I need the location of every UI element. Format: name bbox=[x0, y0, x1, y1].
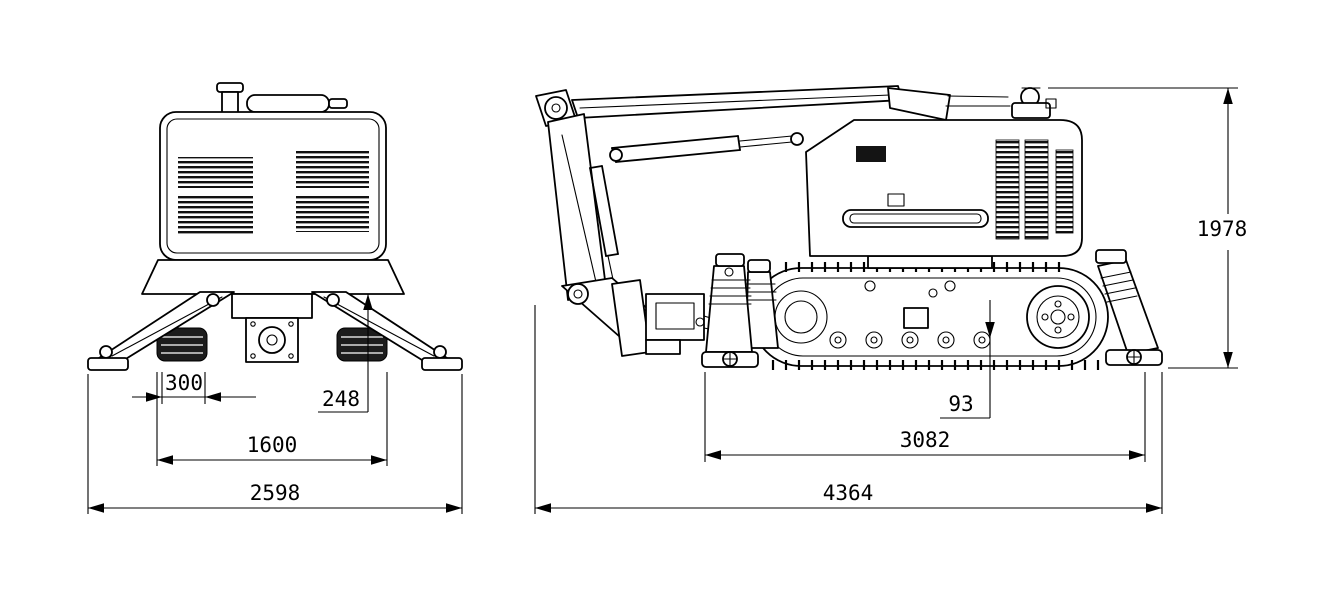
dimension-label-track-width: 1600 bbox=[247, 433, 298, 457]
track-undercarriage bbox=[751, 262, 1109, 370]
dimension-overall-height: 1978 bbox=[1048, 87, 1248, 369]
body-grille bbox=[1024, 139, 1049, 240]
exhaust-stack bbox=[216, 82, 348, 114]
dimension-foot-offset: 300 bbox=[132, 371, 256, 404]
beacon bbox=[1011, 87, 1057, 119]
dimension-label-support-span: 3082 bbox=[900, 428, 951, 452]
dimension-label-foot-offset: 300 bbox=[165, 371, 203, 395]
track-right bbox=[336, 327, 388, 362]
outrigger-right bbox=[311, 291, 463, 371]
vent-panel bbox=[178, 157, 253, 188]
dimension-ground-clearance: 93 bbox=[940, 300, 995, 419]
dimension-label-overall-length: 4364 bbox=[823, 481, 874, 505]
dimension-label-track-height: 248 bbox=[322, 387, 360, 411]
vent-panel bbox=[296, 151, 369, 188]
dimension-overall-width: 2598 bbox=[87, 374, 463, 514]
dimension-label-ground-clearance: 93 bbox=[948, 392, 973, 416]
vent-panel bbox=[178, 196, 253, 235]
track-left bbox=[156, 327, 208, 362]
outrigger-left bbox=[87, 291, 235, 371]
dimension-support-span: 3082 bbox=[704, 372, 1146, 462]
body-grille bbox=[1055, 149, 1074, 234]
side-view bbox=[535, 85, 1163, 370]
body-grille bbox=[995, 139, 1020, 240]
front-attachment bbox=[611, 279, 725, 357]
body-handle bbox=[842, 209, 989, 228]
dimension-label-overall-width: 2598 bbox=[250, 481, 301, 505]
vent-panel bbox=[296, 196, 369, 232]
front-view bbox=[87, 82, 463, 371]
outrigger-front bbox=[701, 253, 779, 368]
dimension-overall-length: 4364 bbox=[534, 305, 1163, 514]
dimension-track-width: 1600 bbox=[156, 372, 388, 466]
dimension-track-height: 248 bbox=[318, 294, 373, 413]
dimension-label-overall-height: 1978 bbox=[1197, 217, 1248, 241]
outrigger-rear bbox=[1095, 249, 1163, 366]
machine-body bbox=[805, 119, 1083, 269]
base-frame bbox=[141, 259, 405, 295]
body-sensor bbox=[856, 146, 886, 162]
center-gearbox bbox=[231, 293, 313, 363]
engine-housing-inner-line bbox=[166, 118, 380, 254]
